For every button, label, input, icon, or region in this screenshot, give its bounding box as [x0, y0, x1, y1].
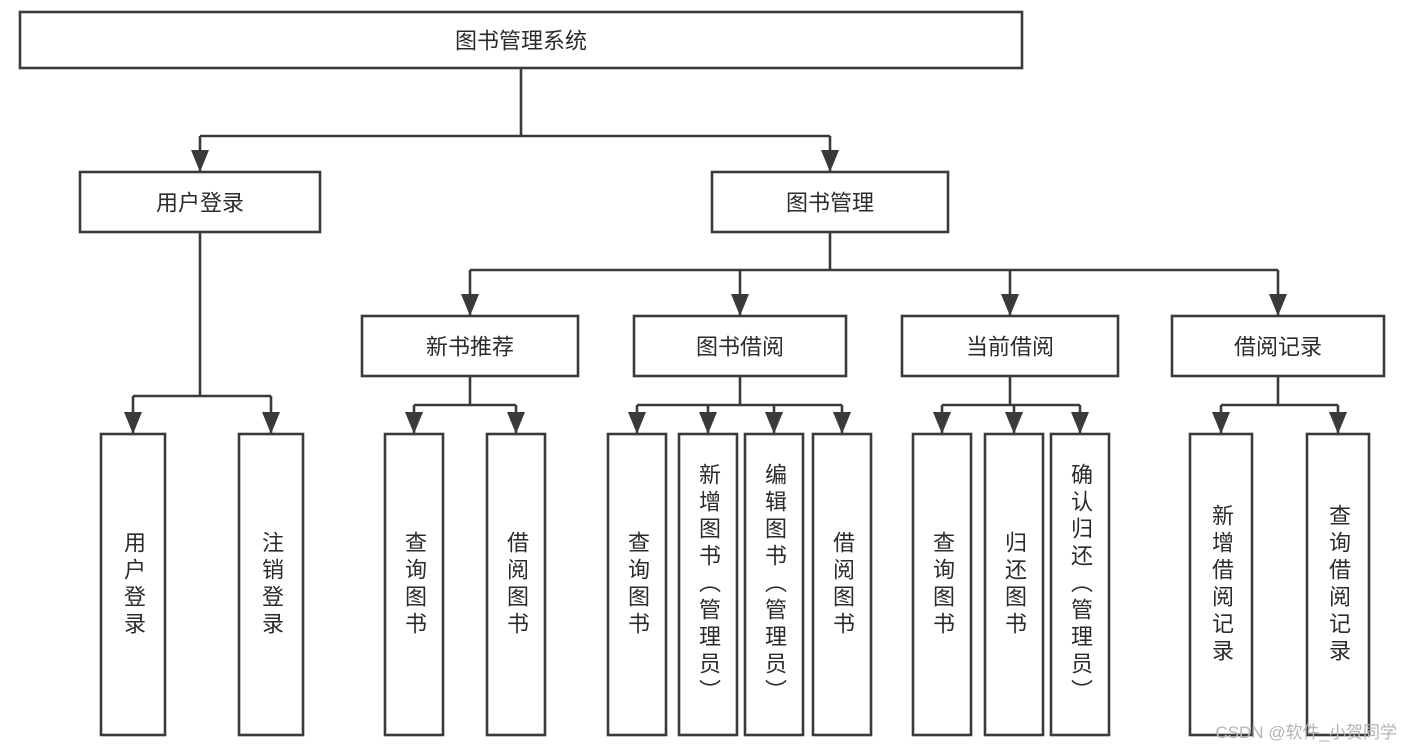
node-label-l3-1: 图书借阅 — [696, 335, 784, 360]
node-box-leaf-0[interactable] — [99, 432, 167, 737]
arrow-head-bookmgmt-3 — [1269, 294, 1287, 316]
node-label-l3-0: 新书推荐 — [426, 335, 514, 360]
node-box-leaf-4[interactable] — [606, 432, 668, 737]
node-box-leaf-11[interactable] — [1188, 432, 1254, 737]
node-box-l2-0[interactable] — [78, 170, 322, 234]
node-box-l3-0[interactable] — [360, 314, 580, 378]
arrow-head-bookmgmt-2 — [1001, 294, 1019, 316]
node-box-leaf-7[interactable] — [811, 432, 873, 737]
arrow-head-l3-1-2 — [765, 412, 783, 434]
arrow-head-l3-2-0 — [933, 412, 951, 434]
arrow-head-l3-2-1 — [1005, 412, 1023, 434]
arrow-head-l3-1-1 — [699, 412, 717, 434]
node-box-l2-1[interactable] — [710, 170, 950, 234]
node-box-leaf-3[interactable] — [485, 432, 547, 737]
arrow-head-l3-0-0 — [405, 412, 423, 434]
node-box-l3-3[interactable] — [1170, 314, 1386, 378]
arrow-head-l3-1-3 — [833, 412, 851, 434]
node-label-l3-3: 借阅记录 — [1234, 335, 1322, 360]
node-box-l3-2[interactable] — [900, 314, 1120, 378]
arrow-head-root-1 — [821, 150, 839, 172]
node-label-l2-1: 图书管理 — [786, 191, 874, 216]
arrow-head-root-0 — [191, 150, 209, 172]
node-box-root-0[interactable] — [18, 10, 1024, 70]
arrow-head-bookmgmt-1 — [731, 294, 749, 316]
arrow-head-l3-0-1 — [507, 412, 525, 434]
node-label-l2-0: 用户登录 — [156, 191, 244, 216]
arrow-head-login-1 — [262, 412, 280, 434]
node-box-layer — [18, 10, 1386, 737]
node-box-leaf-12[interactable] — [1305, 432, 1371, 737]
arrow-head-l3-1-0 — [628, 412, 646, 434]
node-box-leaf-9[interactable] — [983, 432, 1045, 737]
arrow-head-bookmgmt-0 — [461, 294, 479, 316]
connector-layer — [124, 68, 1347, 434]
node-label-l3-2: 当前借阅 — [966, 335, 1054, 360]
arrow-head-l3-2-2 — [1071, 412, 1089, 434]
node-box-leaf-2[interactable] — [383, 432, 445, 737]
node-box-leaf-8[interactable] — [911, 432, 973, 737]
node-box-leaf-10[interactable] — [1049, 432, 1111, 737]
csdn-watermark: CSDN @软件_小贺同学 — [1215, 723, 1397, 742]
node-box-leaf-1[interactable] — [237, 432, 305, 737]
node-label-root-0: 图书管理系统 — [455, 29, 587, 54]
arrow-head-l3-3-0 — [1212, 412, 1230, 434]
node-box-l3-1[interactable] — [632, 314, 848, 378]
node-box-leaf-6[interactable] — [743, 432, 805, 737]
arrow-head-l3-3-1 — [1329, 412, 1347, 434]
node-box-leaf-5[interactable] — [677, 432, 739, 737]
arrow-head-login-0 — [124, 412, 142, 434]
